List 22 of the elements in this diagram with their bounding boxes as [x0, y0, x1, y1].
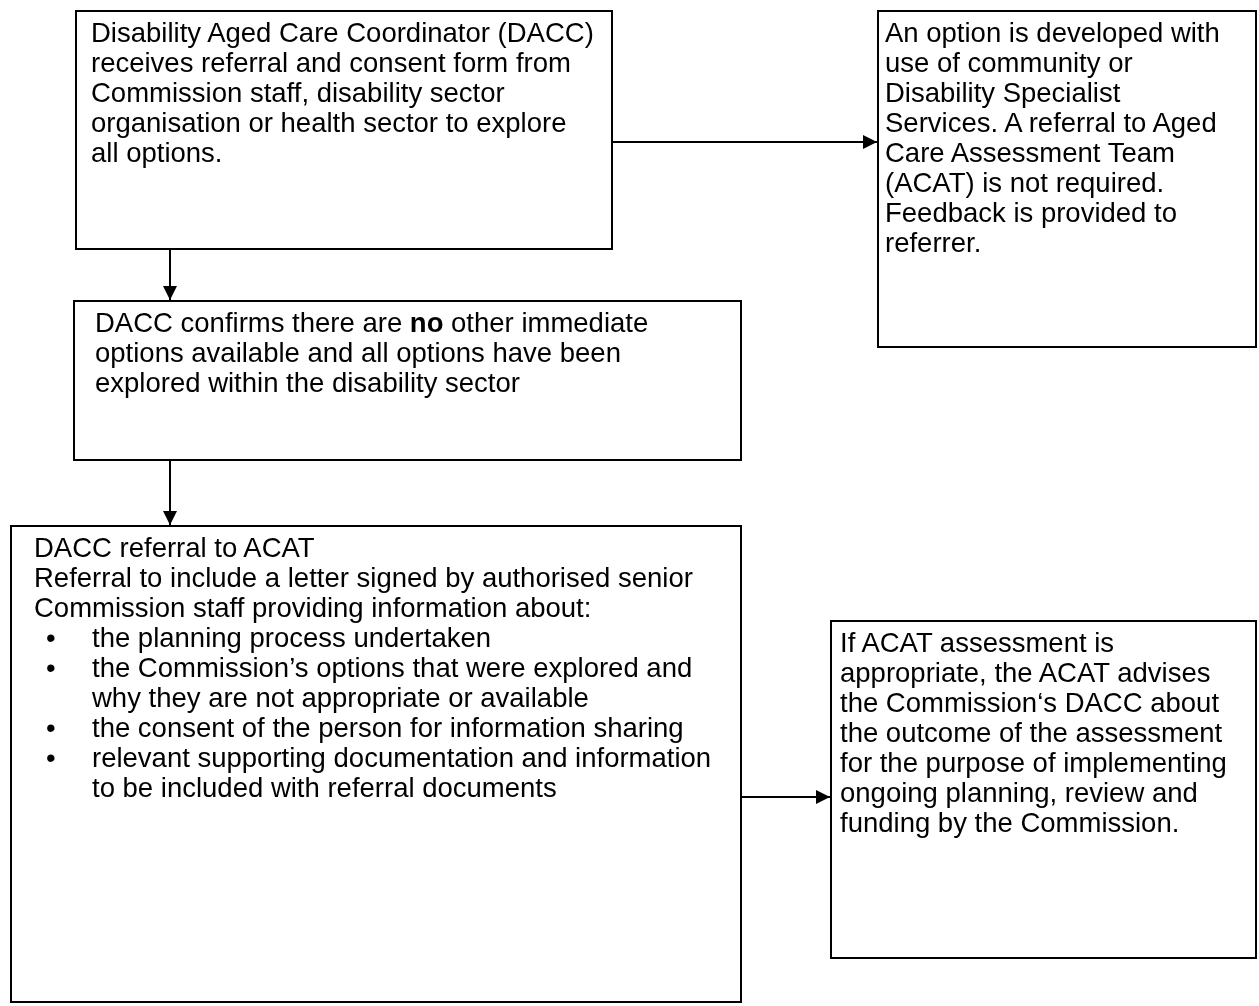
arrow: [163, 249, 177, 301]
step-text: Referral to include a letter signed by authorised senior Commission staff providing information about:: [34, 563, 694, 623]
process-box: [10, 525, 742, 1003]
bullet-mark: •: [46, 743, 57, 773]
step-text: If ACAT assessment is appropriate, the ACAT advises the Commission‘s DACC about the outcome of the assessment for the purpose of implementing ongoing planning, review and funding by the Commission.: [840, 628, 1228, 838]
arrow: [163, 460, 177, 526]
bullet-mark: •: [46, 623, 57, 653]
bullet-mark: •: [46, 713, 57, 743]
step-text: Disability Aged Care Coordinator (DACC) receives referral and consent form from Commission staff, disability sector organisation or health sector to explore all options.: [91, 18, 595, 168]
list-item: the planning process undertaken: [92, 623, 493, 653]
step-text: An option is developed with use of community or Disability Specialist Services. A referral to Aged Care Assessment Team (ACAT) is not required. Feedback is provided to referrer.: [885, 18, 1221, 258]
arrow: [612, 135, 878, 149]
bullet-mark: •: [46, 653, 57, 683]
arrow: [741, 790, 831, 804]
step-text: DACC confirms there are no other immediate options available and all options have been explored within the disability sector: [95, 308, 650, 398]
process-box: [830, 620, 1257, 959]
list-item: relevant supporting documentation and information to be included with referral documents: [92, 743, 713, 803]
process-box: [73, 300, 742, 461]
list-item: the consent of the person for information sharing: [92, 713, 685, 743]
step-text: DACC referral to ACAT: [34, 533, 316, 563]
process-box: [75, 10, 613, 250]
process-box: [877, 10, 1257, 348]
